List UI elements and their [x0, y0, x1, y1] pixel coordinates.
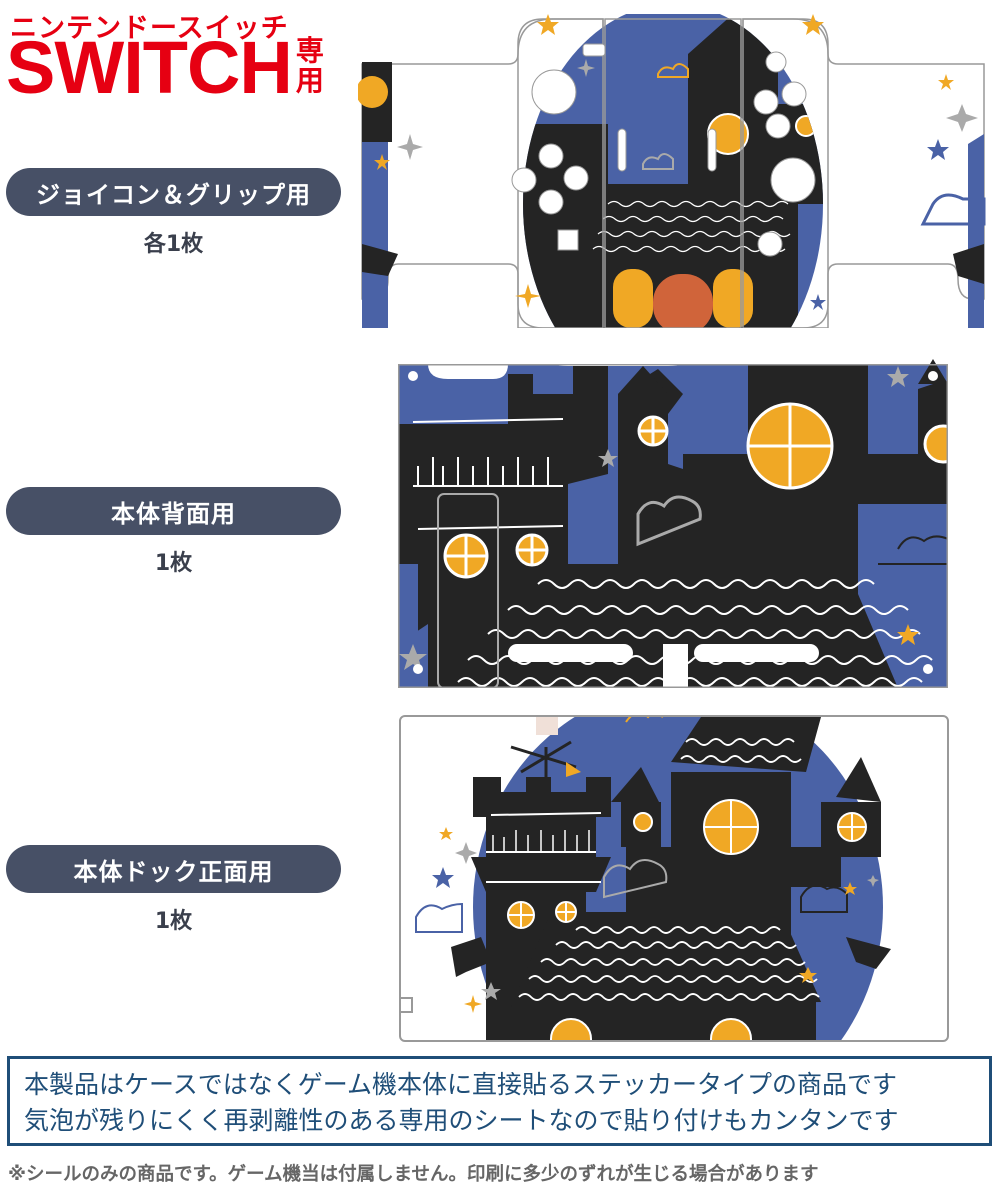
notice-line-2: 気泡が残りにくく再剥離性のある専用のシートなので貼り付けもカンタンです	[24, 1106, 899, 1135]
section-label-console-back: 本体背面用	[6, 487, 341, 535]
product-notice-box: 本製品はケースではなくゲーム機本体に直接貼るステッカータイプの商品です 気泡が残…	[7, 1056, 992, 1146]
section-quantity-joycon-grip: 各1枚	[143, 232, 204, 257]
dock-front-sticker-preview	[399, 715, 949, 1042]
brand-kana-title: ニンテンドースイッチ	[10, 13, 289, 44]
notice-line-1: 本製品はケースではなくゲーム機本体に直接貼るステッカータイプの商品です	[24, 1070, 898, 1099]
disclaimer-text: ※シールのみの商品です。ゲーム機当は付属しません。印刷に多少のずれが生じる場合が…	[8, 1164, 819, 1185]
console-back-sticker-preview	[398, 354, 948, 688]
section-quantity-dock-front: 1枚	[154, 909, 193, 934]
section-quantity-console-back: 1枚	[154, 551, 193, 576]
brand-title: SWITCH 専用	[6, 26, 328, 109]
exclusive-label: 専用	[295, 34, 324, 97]
joycon-grip-sticker-preview	[358, 14, 988, 328]
brand-model-name: SWITCH	[6, 26, 293, 109]
section-label-joycon-grip: ジョイコン＆グリップ用	[6, 168, 341, 216]
section-label-dock-front: 本体ドック正面用	[6, 845, 341, 893]
dock-edge-notch	[401, 997, 413, 1013]
